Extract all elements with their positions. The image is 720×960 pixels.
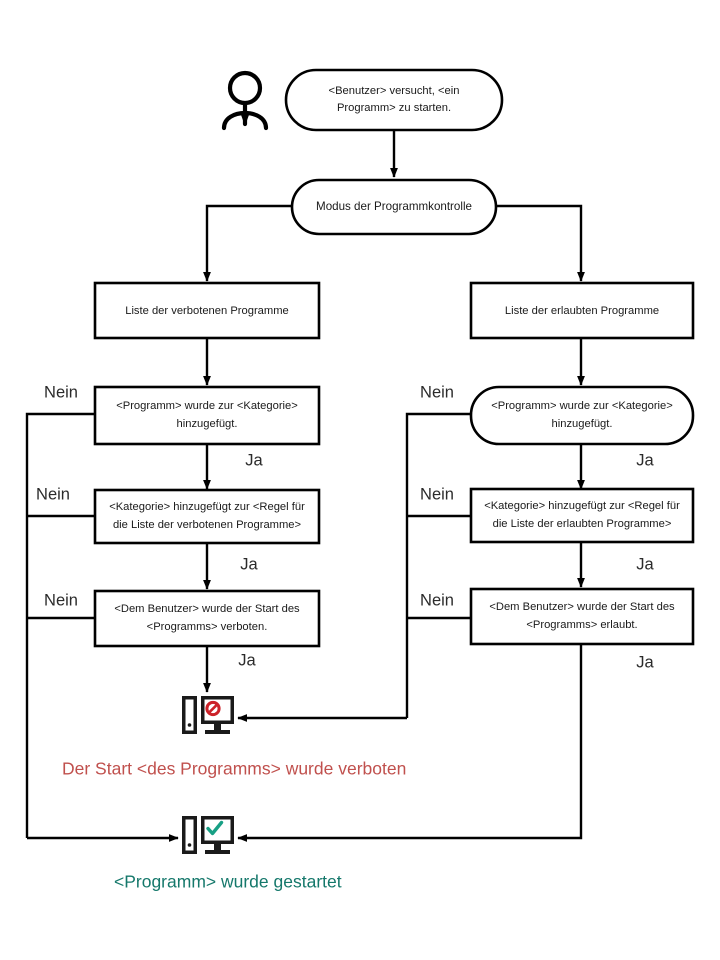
node-denied-category: <Programm> wurde zur <Kategorie> hinzuge… bbox=[93, 385, 321, 446]
branch-label-left-no-1: Nein bbox=[44, 383, 78, 401]
branch-label-left-yes-3: Ja bbox=[238, 651, 256, 669]
edge-left-no-1 bbox=[25, 412, 95, 838]
node-allowed-user: <Dem Benutzer> wurde der Start des <Prog… bbox=[469, 587, 695, 646]
node-denied-rule-line1: <Kategorie> hinzugefügt zur <Regel für bbox=[109, 501, 305, 513]
node-start-line2: Programm> zu starten. bbox=[337, 102, 451, 114]
node-denied-category-line1: <Programm> wurde zur <Kategorie> bbox=[116, 400, 298, 412]
node-allowed-user-line1: <Dem Benutzer> wurde der Start des bbox=[489, 601, 675, 613]
node-denied-user-line1: <Dem Benutzer> wurde der Start des bbox=[114, 603, 300, 615]
node-denied-list-label: Liste der verbotenen Programme bbox=[125, 305, 289, 317]
node-denied-rule-line2: die Liste der verbotenen Programme> bbox=[113, 519, 301, 531]
node-denied-list: Liste der verbotenen Programme bbox=[93, 281, 321, 340]
node-denied-user-line2: <Programms> verboten. bbox=[147, 621, 268, 633]
edge-mode-to-denied-list bbox=[203, 204, 292, 282]
branch-labels: Nein Nein Nein Ja Ja Ja Nein Nein Nein J… bbox=[36, 383, 655, 671]
denied-result-text: Der Start <des Programms> wurde verboten bbox=[62, 759, 406, 779]
branch-label-left-no-3: Nein bbox=[44, 591, 78, 609]
branch-label-right-no-2: Nein bbox=[420, 485, 454, 503]
node-allowed-category-line2: hinzugefügt. bbox=[552, 418, 613, 430]
edge-mode-to-allowed-list bbox=[496, 204, 585, 282]
node-denied-category-line2: hinzugefügt. bbox=[177, 418, 238, 430]
node-mode-label: Modus der Programmkontrolle bbox=[316, 200, 472, 213]
branch-label-right-yes-3: Ja bbox=[636, 653, 654, 671]
branch-label-left-no-2: Nein bbox=[36, 485, 70, 503]
node-allowed-rule: <Kategorie> hinzugefügt zur <Regel für d… bbox=[469, 487, 695, 544]
user-actor-icon bbox=[221, 70, 269, 131]
node-allowed-rule-line1: <Kategorie> hinzugefügt zur <Regel für bbox=[484, 500, 680, 512]
allowed-result-text: <Programm> wurde gestartet bbox=[114, 872, 342, 892]
node-start: <Benutzer> versucht, <ein Programm> zu s… bbox=[284, 68, 504, 132]
connectors bbox=[25, 130, 585, 842]
node-start-line1: <Benutzer> versucht, <ein bbox=[329, 85, 460, 97]
branch-label-right-yes-1: Ja bbox=[636, 451, 654, 469]
branch-label-right-yes-2: Ja bbox=[636, 555, 654, 573]
node-allowed-list-label: Liste der erlaubten Programme bbox=[505, 305, 659, 317]
edge-right-no-1 bbox=[405, 412, 471, 718]
node-allowed-list: Liste der erlaubten Programme bbox=[469, 281, 695, 340]
node-allowed-user-line2: <Programms> erlaubt. bbox=[526, 619, 637, 631]
edge-allowed-user-to-allowed-icon bbox=[237, 644, 583, 842]
branch-label-left-yes-1: Ja bbox=[245, 451, 263, 469]
node-denied-rule: <Kategorie> hinzugefügt zur <Regel für d… bbox=[93, 488, 321, 545]
node-allowed-category-line1: <Programm> wurde zur <Kategorie> bbox=[491, 400, 673, 412]
node-allowed-rule-line2: die Liste der erlaubten Programme> bbox=[493, 518, 672, 530]
branch-label-left-yes-2: Ja bbox=[240, 555, 258, 573]
node-allowed-category: <Programm> wurde zur <Kategorie> hinzuge… bbox=[469, 385, 695, 446]
computer-check-icon bbox=[182, 816, 234, 854]
branch-label-right-no-3: Nein bbox=[420, 591, 454, 609]
branch-label-right-no-1: Nein bbox=[420, 383, 454, 401]
node-denied-user: <Dem Benutzer> wurde der Start des <Prog… bbox=[93, 589, 321, 648]
node-mode: Modus der Programmkontrolle bbox=[290, 178, 498, 236]
computer-blocked-icon bbox=[182, 696, 234, 734]
